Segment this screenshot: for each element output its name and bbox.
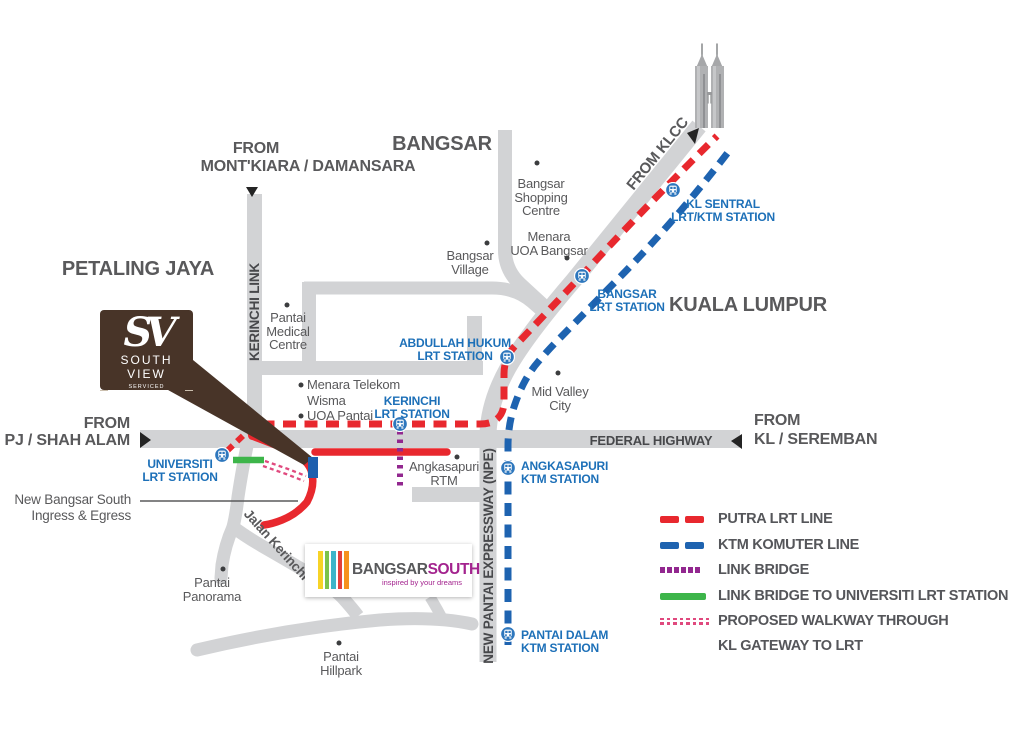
bangsar-south-bar — [331, 551, 336, 589]
proposed-walkway-lines — [262, 459, 307, 483]
place-dot — [284, 302, 290, 308]
station-angkasapuri-icon — [499, 459, 517, 477]
arrow-from-montkiara-icon — [246, 187, 258, 197]
place-dot — [298, 382, 304, 388]
putra-lrt-universiti-branch — [224, 427, 252, 454]
pink-walkway-swatch-icon — [660, 609, 710, 634]
bangsar-south-name: BANGSARSOUTH — [352, 561, 480, 579]
bangsar-south-bar — [318, 551, 323, 589]
direction-arrows — [140, 128, 742, 449]
place-dot — [555, 370, 561, 376]
legend-putra-lrt-label: PUTRA LRT LINE — [718, 510, 833, 527]
klcc-towers-icon — [695, 43, 724, 128]
region-kuala-lumpur: KUALA LUMPUR — [669, 293, 827, 316]
road-kerinchi-link: KERINCHI LINK — [246, 263, 262, 361]
road-npe: NEW PANTAI EXPRESSWAY (NPE) — [480, 448, 496, 664]
place-dot — [298, 413, 304, 419]
proposed-walkway-line-2 — [262, 464, 305, 483]
south-view-pointer — [168, 360, 313, 465]
blue-dash-swatch-icon — [660, 533, 710, 558]
region-petaling-jaya: PETALING JAYA — [61, 257, 215, 280]
jalan-kerinchi-road-upper — [226, 434, 256, 529]
legend-link-bridge-universiti-label: LINK BRIDGE TO UNIVERSITI LRT STATION — [718, 587, 1009, 604]
bangsar-south-spur-road — [425, 594, 449, 625]
south-view-site-marker — [308, 457, 318, 478]
place-dot — [336, 640, 342, 646]
station-kerinchi-icon — [391, 415, 409, 433]
south-view-tagline: SERVICED APARTMENTS — [100, 384, 193, 396]
road-federal-highway: FEDERAL HIGHWAY — [589, 433, 713, 449]
station-abdullah-hukum-icon — [498, 348, 516, 366]
bangsar-horizontal-road — [304, 281, 553, 321]
from-montkiara-line1: FROM — [232, 139, 280, 157]
legend-link-bridge: LINK BRIDGE — [660, 558, 809, 583]
bangsar-south-tagline: inspired by your dreams — [381, 578, 462, 587]
legend-proposed-walkway-label: PROPOSED WALKWAY THROUGH KL GATEWAY TO L… — [718, 612, 949, 654]
bangsar-south-name-1: BANGSAR — [352, 561, 428, 578]
station-pantai-dalam-icon — [499, 625, 517, 643]
bangsar-south-bar — [344, 551, 349, 589]
station-universiti-icon — [213, 446, 231, 464]
kerinchi-link-road — [247, 194, 262, 436]
green-solid-swatch-icon — [660, 584, 710, 609]
station-kl-sentral-icon — [664, 181, 682, 199]
bangsar-south-logo: BANGSARSOUTH inspired by your dreams — [305, 544, 480, 597]
red-dash-swatch-icon — [660, 507, 710, 532]
place-dot — [564, 255, 570, 261]
from-montkiara-line2: MONT'KIARA / DAMANSARA — [200, 157, 416, 175]
region-bangsar: BANGSAR — [392, 132, 492, 155]
station-bangsar-icon — [573, 267, 591, 285]
place-dot — [454, 454, 460, 460]
bangsar-south-bar — [337, 551, 342, 589]
abdullah-hukum-road — [467, 316, 482, 372]
arrow-from-klcc-icon — [687, 128, 699, 144]
legend-ktm-komuter: KTM KOMUTER LINE — [660, 533, 859, 558]
south-view-logo: SV SOUTH VIEW SERVICED APARTMENTS — [100, 309, 193, 396]
pantai-hillpark-road — [190, 612, 479, 657]
south-view-monogram: SV — [123, 309, 177, 356]
telekom-road — [258, 361, 483, 375]
arrow-from-pj-icon — [140, 432, 151, 448]
legend-proposed-walkway: PROPOSED WALKWAY THROUGH KL GATEWAY TO L… — [660, 609, 949, 659]
angkasapuri-spur-road — [412, 487, 488, 502]
place-dot — [484, 240, 490, 246]
legend-link-bridge-universiti: LINK BRIDGE TO UNIVERSITI LRT STATION — [660, 584, 1008, 609]
legend-putra-lrt: PUTRA LRT LINE — [660, 507, 833, 532]
pantai-vertical-road — [302, 282, 316, 374]
legend-ktm-komuter-label: KTM KOMUTER LINE — [718, 536, 859, 553]
place-dot — [534, 160, 540, 166]
proposed-walkway-line-1 — [264, 459, 307, 478]
place-dot — [220, 566, 226, 572]
arrow-from-kl-icon — [731, 434, 742, 449]
south-view-name: SOUTH VIEW — [120, 353, 173, 381]
purple-dots-swatch-icon — [660, 558, 710, 583]
bangsar-south-bar — [324, 551, 329, 589]
bangsar-south-name-2: SOUTH — [427, 561, 481, 578]
putra-lrt-line — [240, 133, 720, 428]
bangsar-vertical-road — [498, 130, 550, 313]
legend-link-bridge-label: LINK BRIDGE — [718, 561, 809, 578]
ktm-komuter-line — [504, 148, 732, 645]
bangsar-south-bars-icon — [318, 551, 349, 589]
